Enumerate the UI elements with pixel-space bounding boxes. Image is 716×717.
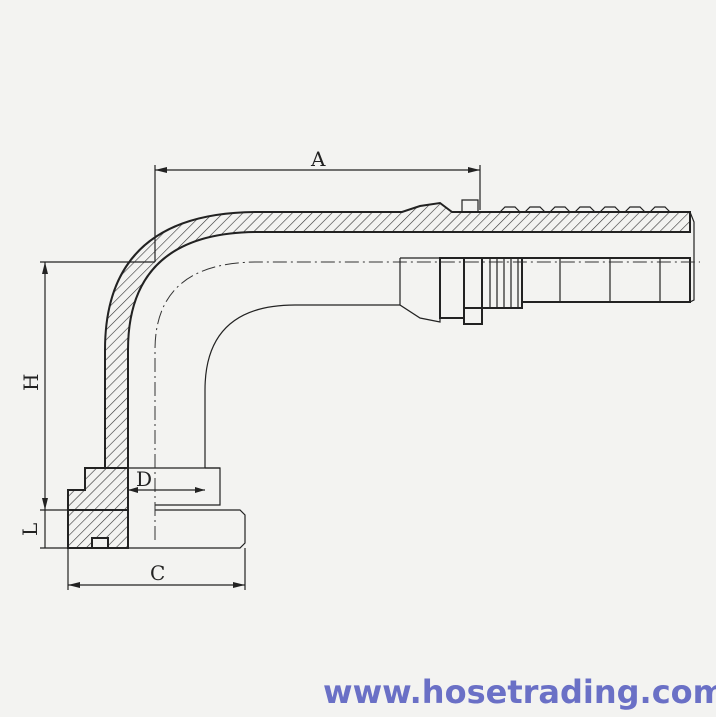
elbow-inner-bore	[127, 231, 400, 468]
dimension-l	[40, 510, 68, 549]
watermark-url: www.hosetrading.com	[323, 673, 716, 711]
dimension-a-label: A	[310, 147, 326, 171]
dimension-h-label: H	[19, 374, 43, 391]
dimension-d	[128, 487, 205, 493]
dimension-a	[154, 165, 481, 262]
dimension-c-label: C	[150, 561, 165, 585]
hose-tail	[399, 199, 695, 325]
dimension-h	[40, 261, 155, 511]
dimension-c	[67, 548, 246, 590]
center-line-bend	[154, 261, 700, 540]
dimension-d-label: D	[136, 467, 152, 491]
dimension-l-label: L	[18, 523, 42, 536]
elbow-outer-body	[204, 304, 400, 468]
flange	[67, 467, 246, 549]
